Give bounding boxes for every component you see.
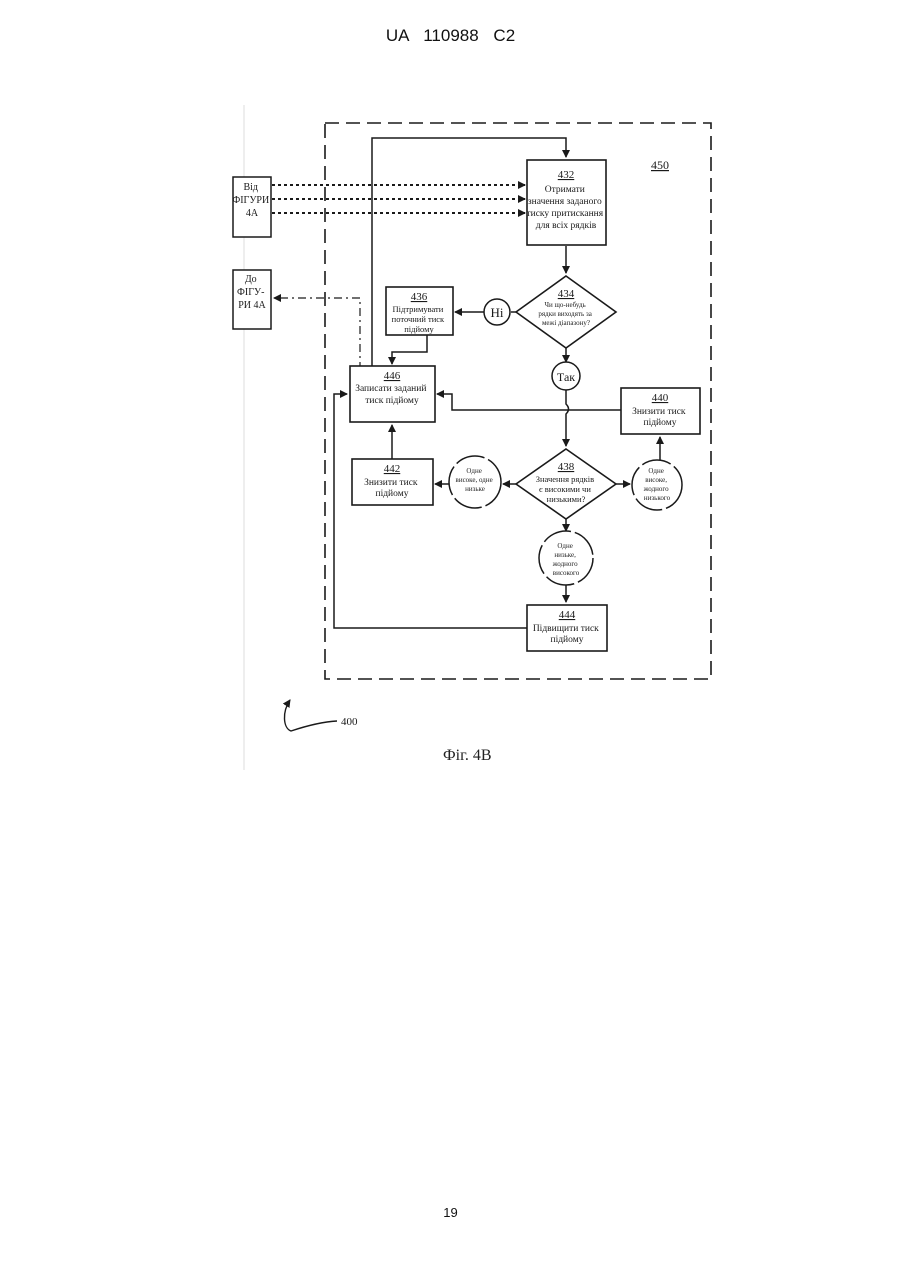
- from-fig-line-1: Від: [243, 182, 258, 193]
- box-442-line-1: Знизити тиск: [364, 478, 418, 488]
- from-fig-line-2: ФІГУРИ: [232, 195, 269, 206]
- svg-text:Чи що-небудь рядки виходят: Чи що-небудь рядки виходять за межі діап…: [538, 301, 593, 327]
- to-fig-line-2: ФІГУ-: [237, 287, 264, 298]
- circle-right-line-2: високе,: [645, 476, 667, 484]
- circle-right-line-4: низького: [644, 494, 671, 502]
- circle-bottom-line-1: Одне: [557, 542, 572, 550]
- circle-left-line-1: Одне: [466, 467, 481, 475]
- figure-caption: Фіг. 4В: [443, 747, 492, 765]
- circle-left-line-3: низьке: [465, 485, 485, 493]
- diamond-438-number: 438: [558, 461, 575, 473]
- box-440-line-1: Знизити тиск: [632, 407, 686, 417]
- circle-right-line-1: Одне: [648, 467, 663, 475]
- flowchart-diagram: 450 Від ФІГУРИ 4А До ФІГУ- РИ 4А 432 Отр…: [0, 0, 901, 800]
- box-432-line-2: значення заданого: [528, 197, 602, 207]
- from-fig-line-3: 4А: [246, 208, 259, 219]
- circle-bottom-line-4: високого: [553, 569, 580, 577]
- arrow-444-446-loop: [334, 394, 527, 628]
- to-fig-line-1: До: [245, 274, 257, 285]
- no-label: Ні: [491, 305, 504, 320]
- diamond-434-line-1: Чи що-небудь: [545, 301, 586, 309]
- box-444-number: 444: [559, 609, 576, 621]
- box-446-line-2: тиск підйому: [365, 395, 419, 406]
- diamond-434-line-3: межі діапазону?: [542, 319, 590, 327]
- diamond-438-line-1: Значення рядків: [536, 474, 594, 484]
- box-442-number: 442: [384, 463, 401, 475]
- box-436-line-1: Підтримувати: [393, 304, 444, 314]
- box-432-line-3: тиску притискання: [526, 209, 603, 219]
- circle-bottom-line-3: жодного: [552, 560, 578, 568]
- arrow-436-446: [392, 335, 427, 364]
- page-number: 19: [0, 1205, 901, 1220]
- box-436-line-3: підйому: [404, 324, 434, 334]
- arrow-440-446: [437, 394, 621, 410]
- arrow-yes-438: [566, 390, 569, 446]
- to-fig-line-3: РИ 4А: [238, 300, 266, 311]
- box-440-line-2: підйому: [644, 417, 677, 428]
- box-432-number: 432: [558, 169, 575, 181]
- box-446-line-1: Записати заданий: [355, 383, 426, 394]
- box-432-line-4: для всіх рядків: [536, 221, 597, 231]
- diamond-438-line-3: низькими?: [547, 494, 586, 504]
- box-446-number: 446: [384, 370, 401, 382]
- box-444-line-1: Підвищити тиск: [533, 624, 599, 634]
- diamond-434-line-2: рядки виходять за: [538, 310, 592, 318]
- diamond-434-number: 434: [558, 288, 575, 300]
- ref-400-arrow: [284, 700, 337, 731]
- circle-bottom-line-2: низьке,: [554, 551, 576, 559]
- box-440-number: 440: [652, 392, 669, 404]
- box-436-number: 436: [411, 291, 428, 303]
- yes-label: Так: [557, 370, 575, 384]
- diamond-438-line-2: є високими чи: [539, 484, 591, 494]
- box-436-line-2: поточний тиск: [392, 314, 445, 324]
- label-450: 450: [651, 158, 669, 172]
- ref-400-label: 400: [341, 716, 358, 728]
- box-442-line-2: підйому: [376, 488, 409, 499]
- circle-right-line-3: жодного: [643, 485, 669, 493]
- output-dashdot-line: [274, 298, 360, 370]
- box-432-line-1: Отримати: [545, 185, 585, 195]
- input-dotted-arrows: [272, 185, 525, 213]
- circle-left-line-2: високе, одне: [456, 476, 493, 484]
- box-444-line-2: підйому: [551, 634, 584, 645]
